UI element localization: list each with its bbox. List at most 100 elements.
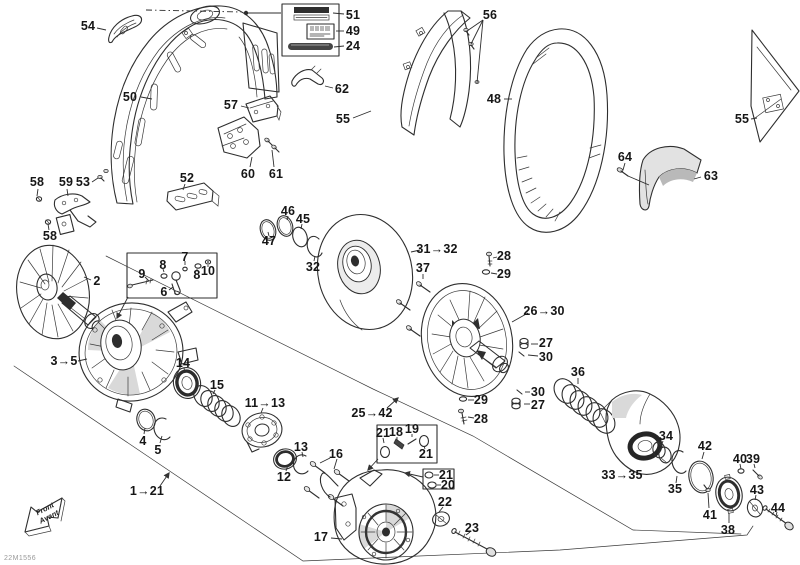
part-bolt-44: [762, 505, 794, 531]
part-hub-38: [715, 474, 743, 514]
part-bracket-60: [217, 116, 261, 159]
part-ring-42: [688, 460, 714, 494]
part-tool-62: [291, 65, 324, 87]
leader-line: [511, 312, 529, 323]
part-bolt-23: [451, 527, 497, 557]
part-bearing-14: [172, 367, 202, 399]
leader-line: [143, 427, 146, 435]
leader-line: [77, 358, 88, 362]
part-disc-43: [746, 498, 764, 518]
part-clutch-17: [319, 469, 437, 565]
leader-line: [168, 286, 174, 291]
part-bolt-39: [752, 469, 763, 480]
leader-line: [144, 276, 150, 282]
part-ring-4: [136, 408, 156, 432]
leader-line: [467, 416, 475, 419]
callout-dot: [243, 10, 249, 16]
part-snap-ring-13: [292, 454, 309, 475]
leader-line: [386, 397, 399, 409]
part-drive-belt-48: [503, 28, 609, 233]
part-fixed-sheave-31-32: [316, 213, 414, 331]
leader-line: [47, 223, 50, 231]
leader-line: [490, 272, 498, 275]
leader-line: [159, 471, 170, 487]
leader-line: [753, 463, 756, 469]
leader-line: [707, 492, 710, 509]
part-bracket-57: [245, 95, 282, 123]
leader-line: [754, 494, 757, 501]
leader-line: [319, 457, 331, 464]
part-bracket-52: [166, 182, 220, 211]
leader-line: [332, 12, 345, 15]
leader-line: [423, 445, 426, 450]
decal-callout-box: [281, 3, 340, 57]
leader-line: [466, 19, 484, 32]
leader-line: [660, 440, 664, 447]
leader-line: [701, 451, 705, 460]
leader-line: [285, 464, 289, 472]
part-ring-5: [153, 417, 171, 441]
decal-51: [294, 7, 329, 13]
leader-line: [162, 268, 165, 273]
leader-line: [693, 176, 702, 180]
leader-line: [260, 407, 264, 414]
part-washer-29-upper: [481, 269, 491, 275]
leader-line: [775, 511, 778, 517]
watermark-code: 22M1556: [4, 555, 36, 562]
part-bolt-28-upper: [485, 251, 493, 267]
part-bolts-56: [463, 27, 480, 84]
detail-box-21-18-19: [376, 424, 438, 464]
leader-line: [324, 85, 334, 89]
leader-line: [333, 45, 345, 48]
part-brackets-58-59-53: [35, 168, 109, 235]
leader-line: [313, 255, 316, 262]
part-nut-27-lower: [511, 397, 521, 410]
part-cam-33-35: [599, 390, 681, 475]
leader-line: [91, 177, 99, 183]
leader-line: [333, 458, 338, 470]
leader-line: [470, 19, 484, 45]
decal-24: [288, 43, 333, 50]
leader-line: [301, 451, 304, 458]
part-bracket-54: [108, 14, 143, 44]
leader-line: [116, 296, 129, 320]
leader-line: [183, 367, 186, 374]
leader-line: [627, 175, 650, 186]
part-spring-15: [193, 385, 241, 427]
part-studs-37: [396, 281, 431, 337]
part-guard-55: [400, 10, 480, 136]
part-pin-30-lower: [516, 389, 523, 395]
part-washer-22: [432, 511, 450, 527]
leader-line: [622, 162, 626, 171]
leader-line: [367, 458, 379, 471]
decal-49: [306, 23, 335, 40]
part-pin-30-upper: [518, 351, 525, 357]
part-screw-41: [703, 484, 711, 493]
leader-line: [240, 105, 250, 109]
leader-line: [212, 389, 216, 395]
leader-line: [182, 183, 186, 191]
leader-line: [527, 354, 539, 357]
part-clutch-housing-3-5: [78, 301, 199, 413]
leader-line: [465, 531, 471, 536]
leader-line: [145, 9, 243, 13]
leader-line: [750, 117, 758, 120]
leader-line: [382, 437, 385, 444]
part-deflector-63: [638, 145, 702, 211]
leader-line: [403, 471, 424, 478]
part-movable-sheave-26-30: [420, 282, 514, 398]
leader-line: [271, 149, 275, 168]
leader-line: [352, 110, 372, 119]
leader-line: [438, 506, 444, 513]
leader-line: [492, 256, 498, 259]
part-hub-11-13: [241, 412, 283, 453]
leader-line: [83, 276, 92, 281]
leader-line: [249, 156, 253, 168]
part-rings-45-46-47-32: [259, 215, 323, 258]
part-spring-36: [553, 378, 616, 434]
part-fan-pulley-2: [16, 244, 103, 340]
part-bolt-64: [616, 167, 629, 177]
part-belt-guard-50: [110, 5, 280, 205]
part-bolts-61: [264, 137, 280, 153]
part-bolt-28-lower: [457, 408, 468, 425]
